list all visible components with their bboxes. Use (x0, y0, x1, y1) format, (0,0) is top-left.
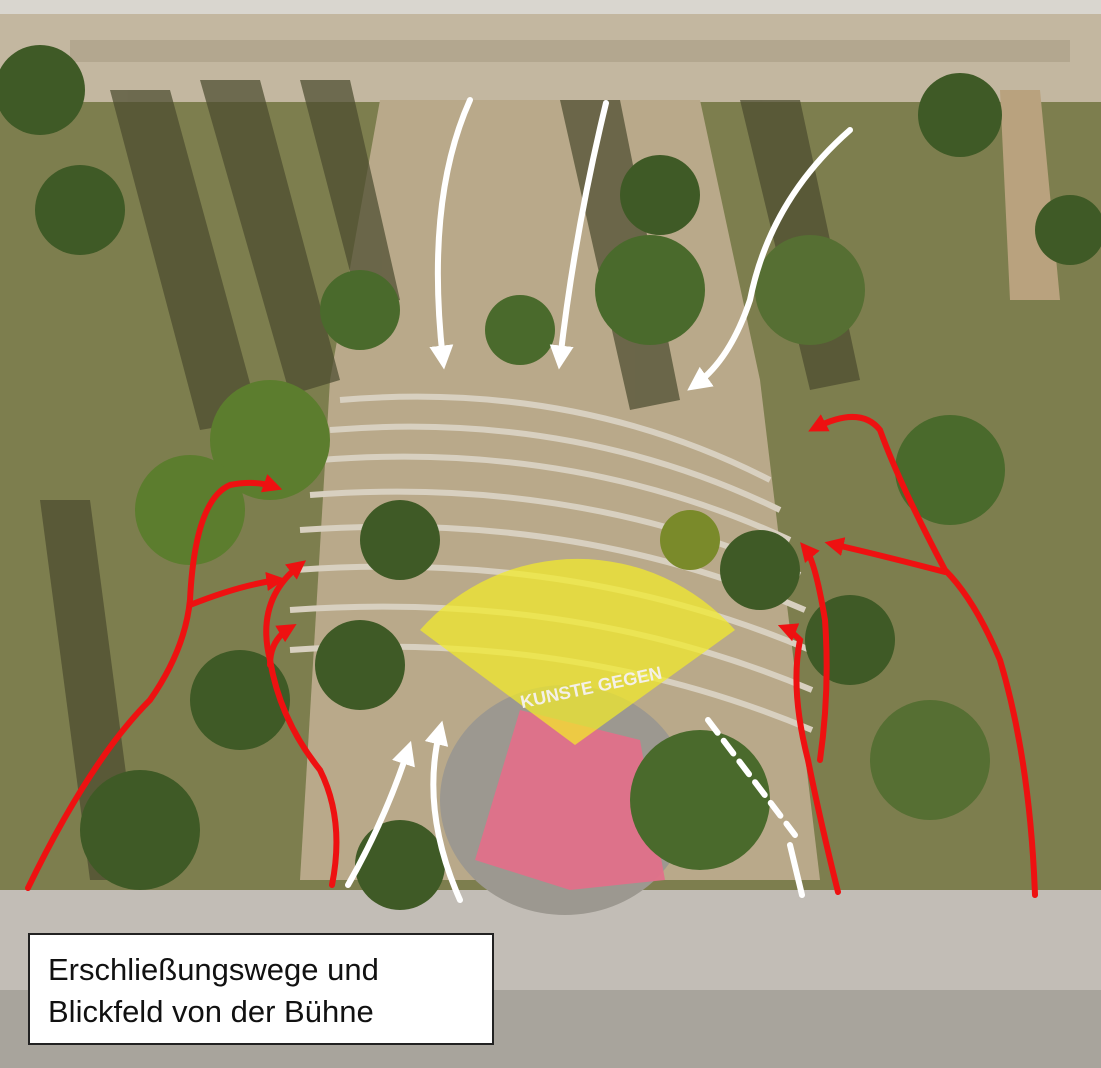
red-path-west-2 (263, 560, 340, 888)
path-north-2 (549, 100, 609, 370)
red-path-west-branch (187, 571, 286, 608)
red-path-east-1 (777, 623, 841, 895)
red-path-east-2 (800, 542, 830, 763)
path-south-3-end (787, 842, 805, 898)
path-south-3-dashed (705, 717, 798, 838)
path-south-2 (424, 720, 463, 903)
red-path-east-3 (808, 414, 1038, 898)
legend-caption-box: Erschließungswege und Blickfeld von der … (28, 933, 494, 1045)
caption-line-1: Erschließungswege und (48, 952, 379, 987)
red-path-east-branch (824, 537, 948, 575)
caption-line-2: Blickfeld von der Bühne (48, 994, 374, 1029)
path-south-1 (345, 740, 415, 888)
trees (0, 45, 1101, 910)
red-path-west-3 (267, 624, 297, 668)
path-north-3 (687, 127, 853, 391)
white-access-paths (345, 97, 853, 903)
path-north-1 (429, 97, 473, 370)
red-path-west-1 (25, 474, 283, 891)
view-field-wedge (420, 558, 735, 745)
top-wall (0, 0, 1101, 14)
stage-pink-area (475, 710, 665, 890)
red-access-paths (25, 414, 1038, 898)
top-path-stripe (70, 40, 1070, 62)
